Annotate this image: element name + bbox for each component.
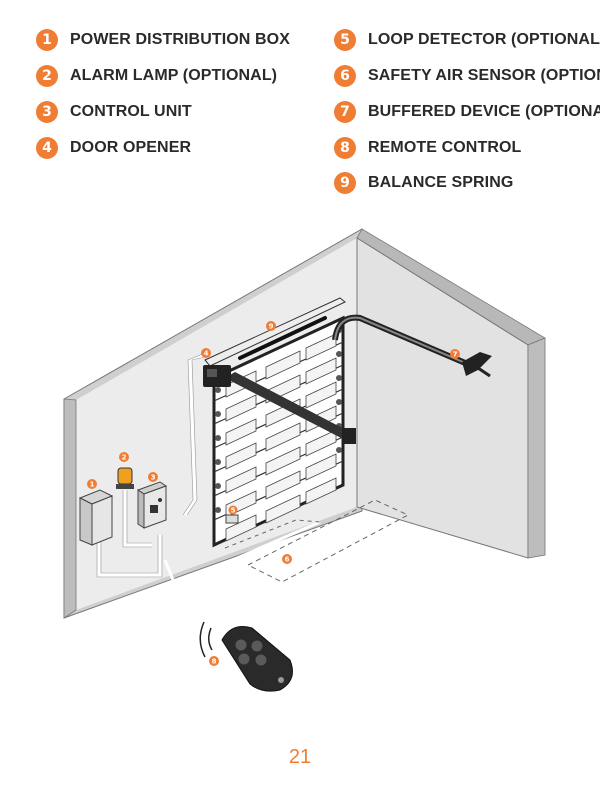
legend-label: BALANCE SPRING [368, 174, 514, 191]
legend-item-loop-detector: 5 LOOP DETECTOR (OPTIONAL) [334, 29, 600, 51]
legend-badge: 8 [334, 137, 356, 159]
callout-7-text: 7 [453, 351, 458, 359]
legend-label: SAFETY AIR SENSOR (OPTIONA [368, 67, 600, 84]
legend-item-remote-control: 8 REMOTE CONTROL [334, 137, 521, 159]
legend-label: LOOP DETECTOR (OPTIONAL) [368, 31, 600, 48]
callout-9-text: 9 [269, 323, 274, 331]
callout-2-text: 2 [122, 454, 127, 462]
legend-item-buffered-device: 7 BUFFERED DEVICE (OPTIONAL) [334, 101, 600, 123]
control-unit [136, 481, 168, 529]
callout-1: 1 [87, 479, 97, 489]
legend-badge: 1 [36, 29, 58, 51]
opener-arm [225, 372, 350, 440]
legend-badge: 5 [334, 29, 356, 51]
loop-detector-box [225, 514, 239, 524]
callout-9: 9 [266, 321, 276, 331]
arm-bracket [342, 428, 356, 444]
legend-badge: 7 [334, 101, 356, 123]
alarm-lamp [116, 467, 134, 489]
callout-4: 4 [201, 348, 211, 358]
wiring-outline [96, 352, 206, 578]
door-opener [203, 365, 231, 387]
legend-item-control-unit: 3 CONTROL UNIT [36, 101, 192, 123]
legend-badge: 2 [36, 65, 58, 87]
callout-5-text: 5 [231, 507, 236, 515]
callout-8: 8 [209, 656, 219, 666]
callout-6-text: 6 [285, 556, 290, 564]
callout-2: 2 [119, 452, 129, 462]
legend-label: REMOTE CONTROL [368, 139, 522, 156]
callout-8-text: 8 [212, 658, 217, 666]
legend-badge: 9 [334, 172, 356, 194]
loop-detector-zone [246, 499, 410, 583]
callout-5: 5 [228, 505, 238, 515]
balance-spring [238, 316, 327, 360]
legend-label: DOOR OPENER [70, 139, 192, 156]
remote-control [199, 621, 293, 692]
callout-4-text: 4 [204, 350, 209, 358]
callout-3: 3 [148, 472, 158, 482]
callout-6: 6 [282, 554, 292, 564]
legend-label: ALARM LAMP (OPTIONAL) [70, 67, 278, 84]
floor-guide-line [224, 519, 321, 549]
callout-1-text: 1 [90, 481, 95, 489]
page-number: 21 [288, 746, 312, 768]
legend-badge: 6 [334, 65, 356, 87]
legend-label: BUFFERED DEVICE (OPTIONAL) [368, 103, 600, 120]
legend-item-balance-spring: 9 BALANCE SPRING [334, 172, 513, 194]
legend-badge: 4 [36, 137, 58, 159]
legend-label: CONTROL UNIT [70, 103, 192, 120]
legend-badge: 3 [36, 101, 58, 123]
legend-item-power-distribution-box: 1 POWER DISTRIBUTION BOX [36, 29, 290, 51]
wiring [97, 353, 321, 587]
callout-3-text: 3 [151, 474, 156, 482]
callout-7: 7 [450, 349, 460, 359]
power-distribution-box [78, 489, 114, 546]
legend-item-safety-air-sensor: 6 SAFETY AIR SENSOR (OPTIONA [334, 65, 600, 87]
legend-label: POWER DISTRIBUTION BOX [70, 31, 290, 48]
legend-item-alarm-lamp: 2 ALARM LAMP (OPTIONAL) [36, 65, 277, 87]
legend-item-door-opener: 4 DOOR OPENER [36, 137, 191, 159]
buffered-device [462, 352, 492, 378]
